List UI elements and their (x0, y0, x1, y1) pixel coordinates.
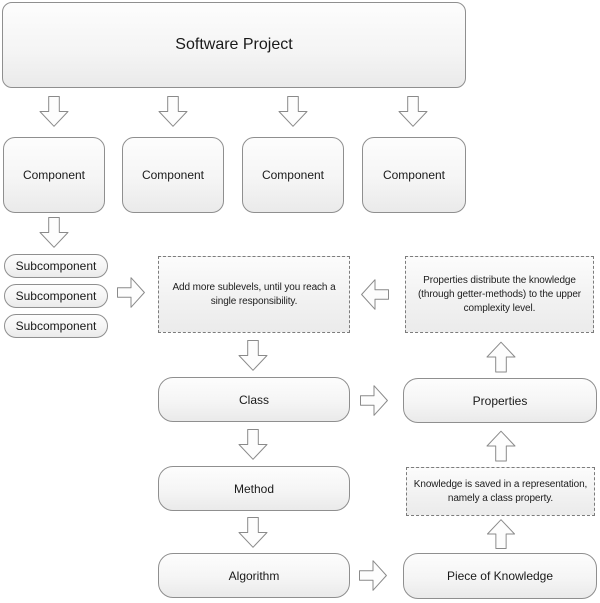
subcomponent-label: Subcomponent (15, 289, 97, 303)
up-arrow-icon (486, 430, 516, 462)
note-properties-distribute: Properties distribute the knowledge (thr… (405, 256, 594, 333)
piece-of-knowledge-node: Piece of Knowledge (403, 553, 597, 599)
software-project-node: Software Project (2, 2, 466, 88)
class-node: Class (158, 377, 350, 422)
method-label: Method (233, 481, 275, 496)
note-line: single responsibility. (210, 295, 298, 307)
subcomponent-label: Subcomponent (15, 259, 97, 273)
right-arrow-icon (359, 560, 387, 591)
subcomponent-node-2: Subcomponent (4, 284, 108, 308)
note-line: Properties distribute the knowledge (423, 274, 576, 286)
down-arrow-icon (238, 517, 268, 548)
piece-of-knowledge-label: Piece of Knowledge (446, 569, 554, 583)
class-label: Class (238, 392, 269, 407)
right-arrow-icon (360, 385, 388, 416)
component-label: Component (382, 168, 446, 182)
note-line: complexity level. (463, 302, 536, 314)
note-line: (through getter-methods) to the upper (417, 288, 582, 300)
down-arrow-icon (39, 217, 69, 248)
component-label: Component (261, 168, 325, 182)
note-line: Add more sublevels, until you reach a (172, 281, 336, 293)
note-add-sublevels: Add more sublevels, until you reach a si… (158, 256, 350, 333)
component-node-4: Component (362, 137, 466, 213)
down-arrow-icon (238, 340, 268, 371)
down-arrow-icon (238, 429, 268, 460)
note-knowledge-saved: Knowledge is saved in a representation, … (406, 467, 595, 516)
note-line: namely a class property. (447, 492, 554, 504)
component-label: Component (141, 168, 205, 182)
subcomponent-node-3: Subcomponent (4, 314, 108, 338)
component-node-1: Component (3, 137, 105, 213)
component-node-2: Component (122, 137, 224, 213)
down-arrow-icon (39, 96, 69, 127)
right-arrow-icon (117, 277, 145, 308)
properties-node: Properties (403, 378, 597, 423)
down-arrow-icon (278, 96, 308, 127)
properties-label: Properties (472, 393, 528, 408)
left-arrow-icon (361, 279, 389, 310)
up-arrow-icon (486, 341, 516, 373)
note-line: Knowledge is saved in a representation, (413, 478, 588, 490)
component-label: Component (22, 168, 86, 182)
subcomponent-node-1: Subcomponent (4, 254, 108, 278)
down-arrow-icon (398, 96, 428, 127)
algorithm-label: Algorithm (228, 568, 280, 583)
component-node-3: Component (242, 137, 344, 213)
up-arrow-icon (486, 519, 516, 549)
algorithm-node: Algorithm (158, 553, 350, 598)
subcomponent-label: Subcomponent (15, 319, 97, 333)
software-project-label: Software Project (175, 36, 293, 53)
method-node: Method (158, 466, 350, 511)
down-arrow-icon (158, 96, 188, 127)
